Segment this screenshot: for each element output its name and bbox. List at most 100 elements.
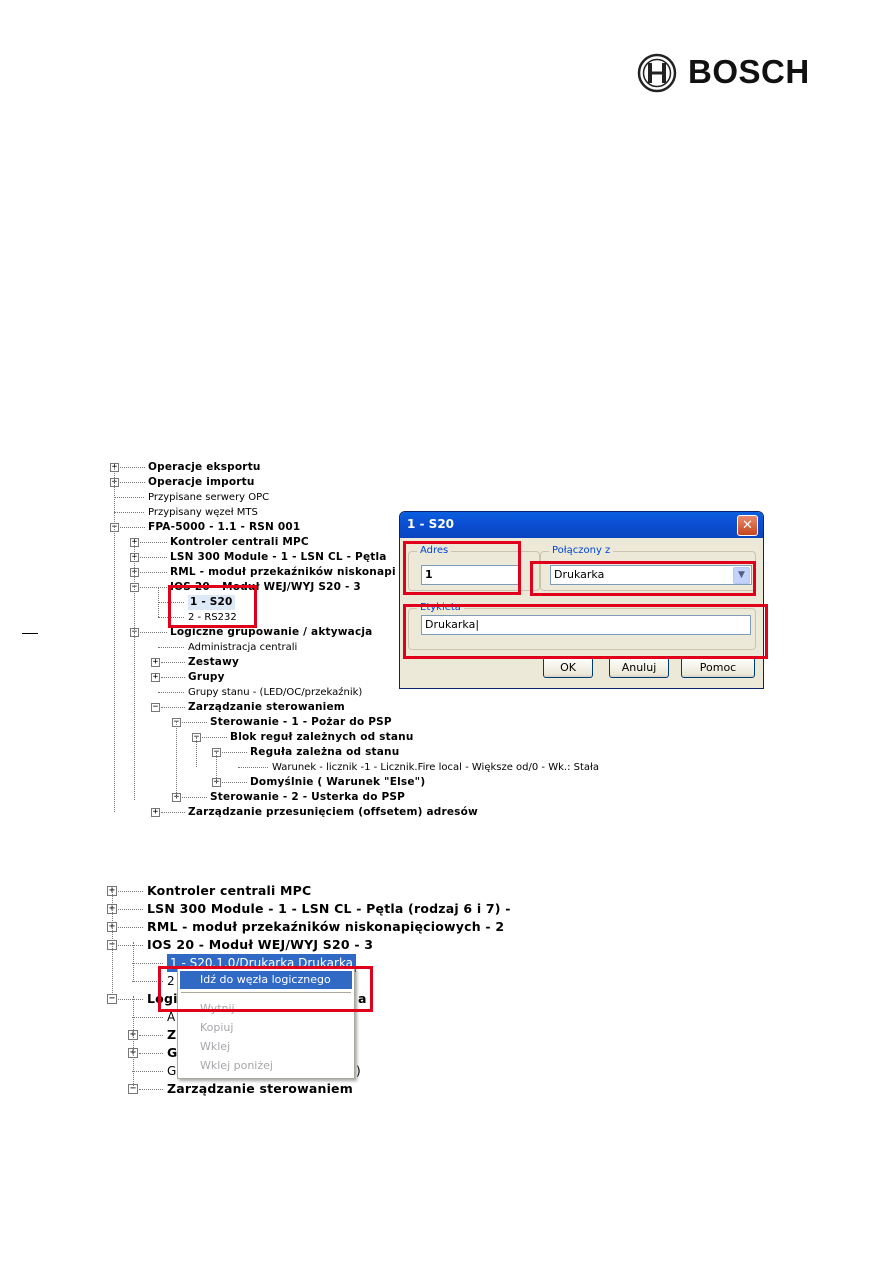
tree-guide-line [216,752,217,782]
expand-icon[interactable]: + [151,672,160,682]
collapse-icon[interactable]: − [107,993,117,1004]
tree-node[interactable]: +Sterowanie - 2 - Usterka do PSP [0,790,640,805]
tree-node-label-tail: ) [356,1064,361,1078]
tree-connector [182,722,207,723]
tree-node[interactable]: G [0,1062,480,1080]
tree-node[interactable]: + Grupy [0,670,640,685]
menu-item-goto-logical-node[interactable]: Idź do węzła logicznego [180,971,352,989]
tree-connector [202,737,227,738]
tree-connector [238,767,268,768]
tree-connector [140,557,167,558]
tree-node[interactable]: 2 - RS232 [0,610,640,625]
tree-connector [158,602,184,603]
tree-node[interactable]: +LSN 300 Module - 1 - LSN CL - Pętla (ro… [0,900,510,918]
highlight-box-polaczony [530,561,756,596]
tree-node[interactable]: −Zarządzanie sterowaniem [0,1080,480,1098]
tree-node-label: Blok reguł zależnych od stanu [230,731,414,743]
tree-node-label: Zarządzanie sterowaniem [188,701,345,713]
tree-node[interactable]: Przypisany węzeł MTS [0,505,640,520]
tree-connector [120,527,145,528]
tree-connector [140,632,167,633]
tree-connector [140,587,167,588]
highlight-box-adres [403,541,521,595]
tree-node[interactable]: −Sterowanie - 1 - Pożar do PSP [0,715,640,730]
bosch-armature-icon [637,53,677,93]
adres-label: Adres [417,544,452,558]
tree-node[interactable]: +Domyślnie ( Warunek "Else") [0,775,640,790]
tree-node[interactable]: −IOS 20 - Moduł WEJ/WYJ S20 - 3 [0,936,480,954]
tree-guide-line [133,996,134,1086]
short-rule [22,633,38,634]
expand-icon[interactable]: + [151,807,160,817]
anuluj-button[interactable]: Anuluj [609,657,669,678]
menu-item-copy[interactable]: Kopiuj [200,1021,234,1034]
ok-button[interactable]: OK [543,657,593,678]
tree-node-label: Grupy [188,671,225,683]
tree-guide-line [133,942,134,982]
bosch-wordmark: BOSCH [688,53,810,90]
tree-node[interactable]: + Zestawy [0,655,640,670]
tree-node[interactable]: 2 [0,972,480,990]
tree-node[interactable]: +Kontroler centrali MPC [0,882,480,900]
tree-connector [114,497,144,498]
tree-node[interactable]: Warunek - licznik -1 - Licznik.Fire loca… [0,760,640,775]
tree-node[interactable]: Grupy stanu - (LED/OC/przekaźnik) [0,685,640,700]
tree-node[interactable]: +RML - moduł przekaźników niskonapięciow… [0,918,504,936]
tree-connector [161,812,185,813]
tree-connector [132,981,163,982]
dialog-titlebar[interactable]: 1 - S20 ✕ [400,512,763,538]
tree-connector [222,752,247,753]
tree-node-label: Logiczne grupowanie / aktywacja [170,626,373,638]
pomoc-button[interactable]: Pomoc [681,657,755,678]
chevron-down-icon[interactable]: ▼ [733,567,750,584]
tree-node-label: Administracja centrali [188,642,298,653]
tree-node-label: 2 [167,974,175,988]
tree-node[interactable]: Przypisane serwery OPC [0,490,640,505]
tree-node-label: IOS 20 - Moduł WEJ/WYJ S20 - 3 [170,581,361,593]
tree-connector [161,707,185,708]
adres-input[interactable]: 1 [421,565,521,585]
tree-node[interactable]: Administracja centrali [0,640,640,655]
tree-node[interactable]: A [0,1008,480,1026]
tree-connector [222,782,247,783]
bosch-logo: BOSCH [637,52,827,93]
tree-node-label: A [167,1010,176,1024]
tree-node-label: Sterowanie - 1 - Pożar do PSP [210,716,392,728]
tree-node[interactable]: + Zarządzanie przesunięciem (offsetem) ad… [0,805,640,820]
tree-node-label-tail: a [358,991,367,1006]
tree-node[interactable]: −Blok reguł zależnych od stanu [0,730,640,745]
tree-node[interactable]: −Logi [0,990,480,1008]
tree-node-label: 2 - RS232 [188,612,237,623]
menu-item-paste-below[interactable]: Wklej poniżej [200,1059,273,1072]
tree-connector [118,945,143,946]
tree-node-label: Domyślnie ( Warunek "Else") [250,776,426,788]
tree-node-label: IOS 20 - Moduł WEJ/WYJ S20 - 3 [147,937,374,952]
tree-node-label: G [167,1045,178,1060]
adres-group: Adres 1 [408,544,540,591]
polaczony-select[interactable]: Drukarka ▼ [550,565,752,585]
etykieta-group: Etykieta Drukarka| [408,601,756,650]
tree-node[interactable]: 1 - S20 [0,595,640,610]
tree-connector [118,891,143,892]
expand-icon[interactable]: + [151,657,160,667]
tree-node[interactable]: − Zarządzanie sterowaniem [0,700,640,715]
tree-node-label: Kontroler centrali MPC [170,536,309,548]
tree-node[interactable]: −Reguła zależna od stanu [0,745,640,760]
tree-guide-line [112,888,113,993]
tree-node-label: Grupy stanu - (LED/OC/przekaźnik) [188,687,363,698]
menu-separator [181,992,351,993]
tree-node[interactable]: +Operacje eksportu [0,460,640,475]
tree-connector [140,572,167,573]
tree-node-label: Operacje importu [148,476,255,488]
tree-node-label: Zarządzanie przesunięciem (offsetem) adr… [188,806,478,818]
tree-node-label: G [167,1064,177,1078]
etykieta-input[interactable]: Drukarka| [421,615,751,635]
close-icon[interactable]: ✕ [737,515,758,536]
tree-guide-line [114,467,115,812]
tree-connector [120,482,145,483]
menu-item-paste[interactable]: Wklej [200,1040,231,1053]
collapse-icon[interactable]: − [151,702,160,712]
dialog-title: 1 - S20 [407,517,455,531]
tree-node[interactable]: +Operacje importu [0,475,640,490]
tree-node-label: Zestawy [188,656,240,668]
